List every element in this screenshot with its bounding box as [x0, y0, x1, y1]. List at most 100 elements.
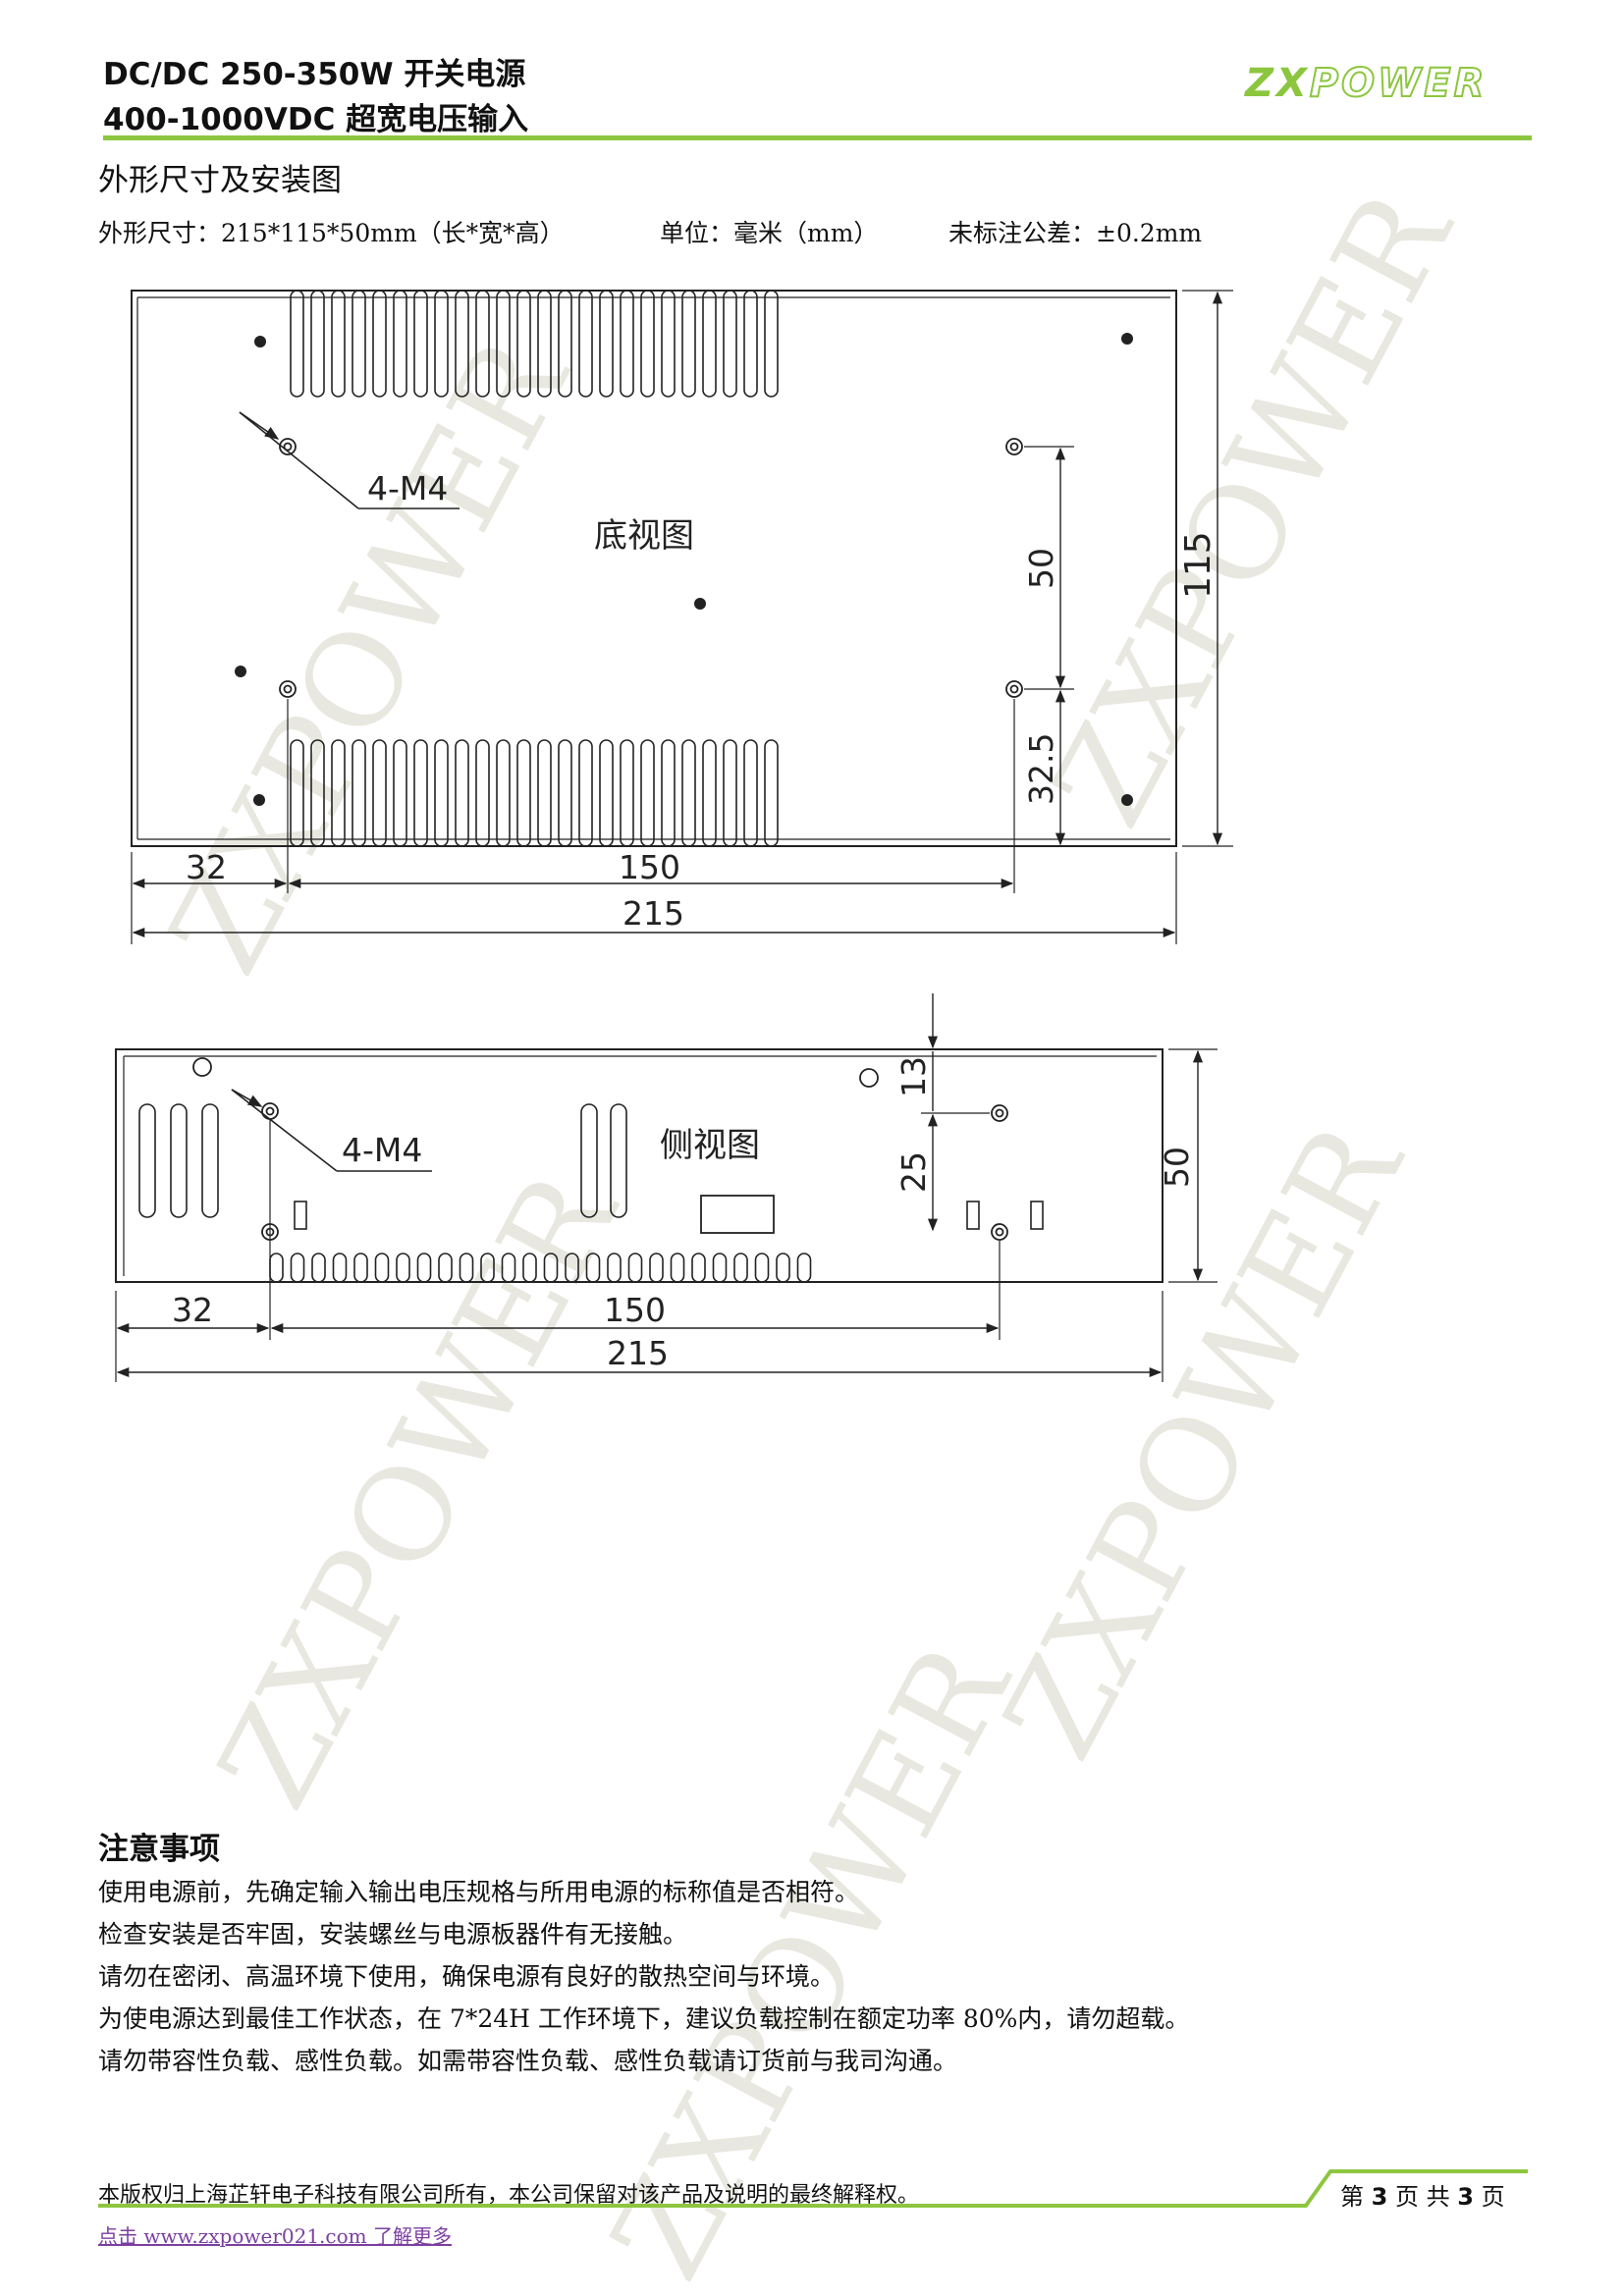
- bottom-dim-height: 115: [1178, 531, 1218, 599]
- vent-slot: [372, 739, 387, 847]
- vent-slot: [743, 290, 758, 398]
- screw-points: [235, 333, 1133, 806]
- note-item: 检查安装是否牢固，安装螺丝与电源板器件有无接触。: [98, 1920, 688, 1949]
- vent-slot: [691, 1253, 706, 1283]
- side-dim-hole-spacing: 25: [894, 1151, 933, 1193]
- vent-slot: [413, 739, 428, 847]
- vent-slot: [754, 1253, 770, 1283]
- vent-slot: [332, 1253, 348, 1283]
- vent-slot: [702, 290, 717, 398]
- side-view-title: 侧视图: [660, 1126, 760, 1165]
- logo-power: POWER: [1309, 60, 1488, 107]
- note-item: 请勿带容性负载、感性负载。如需带容性负载、感性负载请订货前与我司沟通。: [98, 2047, 958, 2075]
- side-view-drawing: 侧视图 4-M4 32 150 215 13 25 50: [115, 993, 1218, 1382]
- page-current: 3: [1371, 2183, 1388, 2211]
- vent-slot: [522, 1253, 537, 1283]
- side-view-outline: [115, 1048, 1164, 1283]
- note-item: 为使电源达到最佳工作状态，在 7*24H 工作环境下，建议负载控制在额定功率 8…: [98, 2004, 1190, 2033]
- vent-slot: [310, 739, 325, 847]
- vent-slot: [434, 290, 449, 398]
- side-dim-top: 13: [894, 1056, 933, 1097]
- vent-slot: [702, 739, 717, 847]
- vent-slot: [459, 1253, 474, 1283]
- side-small-slots: [294, 1201, 1044, 1230]
- side-switch-window: [700, 1195, 775, 1234]
- vent-slot: [661, 290, 676, 398]
- product-title-line1: DC/DC 250-350W 开关电源: [103, 57, 526, 92]
- vent-slot: [723, 739, 737, 847]
- bottom-vent-slots: [290, 739, 779, 847]
- bottom-dim-hole-spacing: 50: [1022, 548, 1060, 589]
- vent-slot: [599, 739, 614, 847]
- vent-slot: [352, 290, 366, 398]
- side-dim-left: 32: [172, 1291, 213, 1329]
- page-number: 第 3 页 共 3 页: [1340, 2177, 1505, 2212]
- notes-title: 注意事项: [98, 1832, 220, 1867]
- vent-slot: [640, 290, 655, 398]
- vent-slot: [290, 739, 304, 847]
- vent-slot: [627, 1253, 643, 1283]
- unit-label: 单位：毫米（mm）: [660, 219, 879, 247]
- vent-slot: [455, 739, 469, 847]
- note-item: 使用电源前，先确定输入输出电压规格与所用电源的标称值是否相符。: [98, 1878, 860, 1906]
- vent-slot: [578, 290, 593, 398]
- vent-slot: [290, 290, 304, 398]
- vent-slot: [681, 290, 696, 398]
- vent-slot: [620, 290, 634, 398]
- footer-copyright: 本版权归上海芷轩电子科技有限公司所有，本公司保留对该产品及说明的最终解释权。: [98, 2183, 920, 2208]
- vent-slot: [537, 290, 552, 398]
- vent-slot: [393, 290, 407, 398]
- vent-slot: [434, 739, 449, 847]
- vent-slot: [681, 739, 696, 847]
- website-link[interactable]: 点击 www.zxpower021.com 了解更多: [98, 2224, 452, 2248]
- vent-slot: [331, 290, 346, 398]
- vent-slot: [558, 290, 572, 398]
- logo-zx: ZX: [1245, 61, 1310, 106]
- vent-slot: [670, 1253, 685, 1283]
- vent-slot: [501, 1253, 516, 1283]
- vent-slot: [480, 1253, 495, 1283]
- page-suffix: 页: [1481, 2183, 1505, 2211]
- vent-slot: [290, 1253, 305, 1283]
- bottom-dim-mid: 150: [619, 848, 680, 886]
- bottom-dim-left: 32: [186, 848, 227, 886]
- section-heading: 外形尺寸及安装图: [98, 163, 342, 198]
- top-vent-slots: [290, 290, 779, 398]
- vent-slot: [310, 290, 325, 398]
- vent-slot: [516, 739, 531, 847]
- dimensions-label: 外形尺寸：215*115*50mm（长*宽*高）: [98, 219, 565, 247]
- vent-slot: [558, 739, 572, 847]
- vent-slot: [733, 1253, 748, 1283]
- side-dim-mid: 150: [604, 1291, 666, 1329]
- vent-slot: [796, 1253, 812, 1283]
- vent-slot: [607, 1253, 622, 1283]
- bottom-screw-label: 4-M4: [367, 469, 448, 507]
- vent-slot: [661, 739, 676, 847]
- header-rule: [103, 135, 1532, 140]
- tolerance-label: 未标注公差：±0.2mm: [948, 219, 1203, 247]
- vent-slot: [455, 290, 469, 398]
- vent-slot: [640, 739, 655, 847]
- vent-slot: [537, 739, 552, 847]
- vent-slot: [723, 290, 737, 398]
- vent-slot: [438, 1253, 453, 1283]
- side-bottom-vents: [269, 1253, 812, 1283]
- bottom-dim-total: 215: [623, 894, 684, 933]
- side-screw-label: 4-M4: [342, 1131, 422, 1169]
- side-dim-height: 50: [1158, 1147, 1196, 1188]
- vent-slot: [413, 290, 428, 398]
- vent-slot: [776, 1253, 790, 1283]
- vent-slot: [353, 1253, 368, 1283]
- page-prefix: 第: [1340, 2183, 1364, 2211]
- footer-rule: [98, 2169, 1528, 2208]
- vent-slot: [352, 739, 366, 847]
- vent-slot: [396, 1253, 410, 1283]
- vent-slot: [496, 739, 511, 847]
- vent-slot: [764, 739, 779, 847]
- vent-slot: [565, 1253, 579, 1283]
- side-dim-total: 215: [607, 1334, 669, 1372]
- side-left-vents: [138, 1103, 219, 1218]
- vent-slot: [712, 1253, 728, 1283]
- vent-slot: [599, 290, 614, 398]
